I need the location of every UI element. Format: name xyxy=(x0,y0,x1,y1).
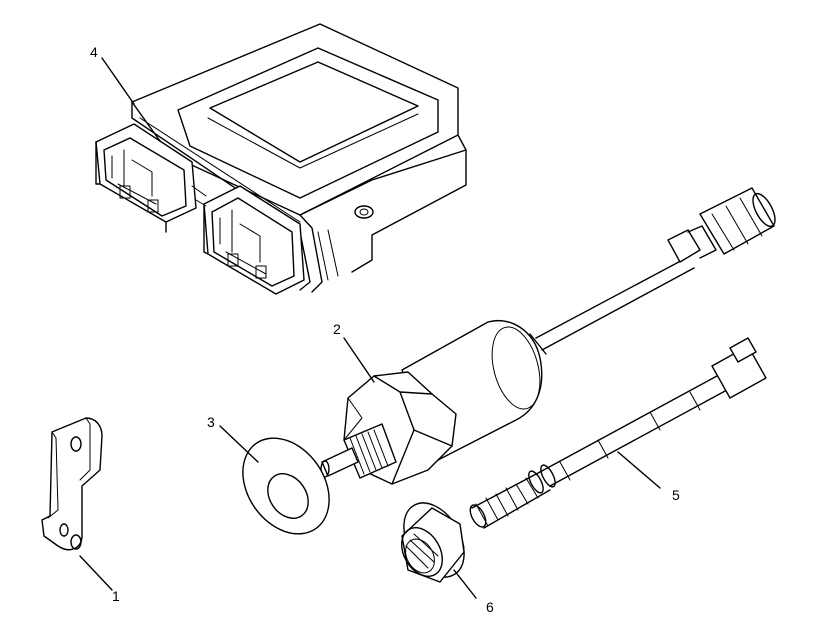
part-6-nut xyxy=(401,502,465,583)
callout-leaders xyxy=(79,57,661,599)
callout-5: 5 xyxy=(672,487,680,503)
leader-4 xyxy=(101,57,135,105)
callout-6: 6 xyxy=(486,599,494,615)
callout-labels: 4 2 3 5 6 1 xyxy=(90,44,680,615)
leader-6 xyxy=(453,569,477,599)
leader-3 xyxy=(219,425,259,463)
part-2-speed-sensor xyxy=(320,187,776,485)
leader-5 xyxy=(617,451,661,489)
callout-1: 1 xyxy=(112,588,120,604)
leader-1 xyxy=(79,555,113,591)
leader-2 xyxy=(343,337,375,383)
callout-3: 3 xyxy=(207,414,215,430)
part-3-washer xyxy=(242,437,330,535)
part-5-pickup-lead xyxy=(469,337,767,529)
callout-2: 2 xyxy=(333,321,341,337)
callout-4: 4 xyxy=(90,44,98,60)
part-4-control-module xyxy=(95,23,467,295)
part-1-bracket xyxy=(41,417,103,551)
